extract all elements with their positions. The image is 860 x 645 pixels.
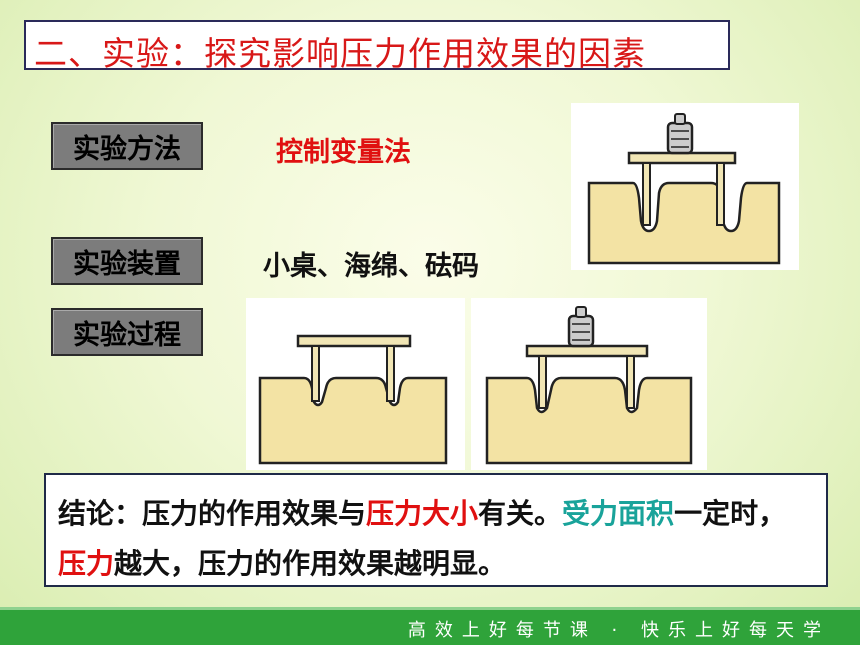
footer-bar: 高效上好每节课 · 快乐上好每天学 — [0, 607, 860, 645]
sponge-table-weight-illustration-2 — [485, 306, 693, 465]
experiment-image-table-with-weight — [571, 103, 799, 270]
experiment-image-table-with-weight-2 — [471, 298, 707, 470]
label-method: 实验方法 — [51, 122, 203, 170]
conclusion-highlight-pressure: 压力 — [58, 547, 115, 580]
conclusion-box: 结论：压力的作用效果与压力大小有关。受力面积一定时， 压力越大，压力的作用效果越明… — [44, 473, 828, 587]
title-box: 二、实验：探究影响压力作用效果的因素 — [24, 20, 730, 73]
conclusion-text-2: 有关。 — [478, 497, 563, 530]
conclusion-highlight-area: 受力面积 — [562, 497, 675, 530]
conclusion-text-4: 越大，压力的作用效果越明显。 — [114, 547, 507, 580]
device-value: 小桌、海绵、砝码 — [263, 251, 479, 282]
footer-slogan: 高效上好每节课 · 快乐上好每天学 — [407, 620, 830, 641]
footer-divider — [0, 607, 860, 610]
slide-title: 二、实验：探究影响压力作用效果的因素 — [34, 34, 646, 73]
conclusion-highlight-pressure-size: 压力大小 — [366, 497, 479, 530]
sponge-table-illustration — [258, 334, 448, 465]
label-process: 实验过程 — [51, 308, 203, 356]
label-device: 实验装置 — [51, 237, 203, 285]
experiment-image-table-only — [246, 298, 465, 470]
sponge-table-weight-illustration — [587, 113, 781, 265]
conclusion-text-3: 一定时， — [674, 497, 787, 530]
conclusion-text-1: 结论：压力的作用效果与 — [58, 497, 367, 530]
method-value: 控制变量法 — [276, 137, 411, 168]
